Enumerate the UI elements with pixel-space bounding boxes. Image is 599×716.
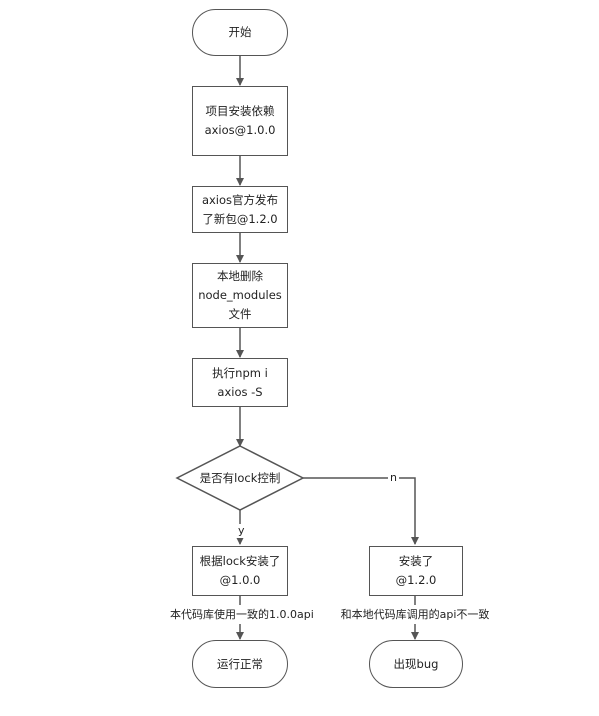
- step-npm-install-label: 执行npm i axios -S: [212, 365, 268, 399]
- end-ok-node: 运行正常: [192, 640, 288, 688]
- step-new-release: axios官方发布 了新包@1.2.0: [192, 186, 288, 233]
- no-install-box-label: 安装了 @1.2.0: [395, 554, 437, 587]
- step-delete-node-modules-label: 本地删除 node_modules 文件: [198, 269, 282, 321]
- start-node: 开始: [192, 9, 288, 56]
- yes-install-box-label: 根据lock安装了 @1.0.0: [199, 554, 281, 587]
- step-install-deps-label: 项目安装依赖 axios@1.0.0: [204, 104, 276, 137]
- edge-label-yes: y: [236, 524, 247, 538]
- end-bug-node: 出现bug: [369, 640, 463, 688]
- step-install-deps: 项目安装依赖 axios@1.0.0: [192, 86, 288, 156]
- decision-label: 是否有lock控制: [199, 471, 281, 485]
- decision-diamond: [175, 445, 305, 511]
- yes-result-label: 本代码库使用一致的1.0.0api: [170, 608, 314, 622]
- step-delete-node-modules: 本地删除 node_modules 文件: [192, 263, 288, 328]
- no-result-label: 和本地代码库调用的api不一致: [340, 608, 490, 622]
- start-label: 开始: [228, 25, 252, 39]
- yes-install-box: 根据lock安装了 @1.0.0: [192, 546, 288, 596]
- edge-decision-no: [303, 477, 419, 545]
- end-ok-label: 运行正常: [217, 656, 263, 671]
- step-new-release-label: axios官方发布 了新包@1.2.0: [201, 192, 279, 226]
- no-install-box: 安装了 @1.2.0: [369, 546, 463, 596]
- end-bug-label: 出现bug: [393, 656, 439, 671]
- edge-label-no: n: [388, 471, 399, 485]
- step-npm-install: 执行npm i axios -S: [192, 358, 288, 407]
